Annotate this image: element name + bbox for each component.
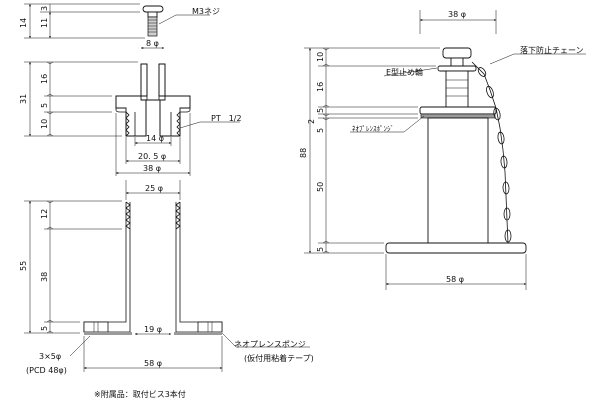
pcd-label: (PCD 48φ) <box>26 366 67 375</box>
chain-label: 落下防止チェーン <box>520 45 584 55</box>
dim-right-base-dia: 58 φ <box>446 275 464 284</box>
body-left-thread <box>125 201 131 230</box>
dim-right-16: 16 <box>316 82 325 92</box>
tape-label: (仮付用粘着テープ) <box>244 353 314 363</box>
dim-right-5a: 5 <box>316 108 325 113</box>
screw-neck <box>147 11 158 18</box>
e-ring-label: E型止め輪 <box>386 67 423 77</box>
dim-right-10: 10 <box>316 52 325 62</box>
upper-fitting-part: 8 φ PT 1/2 14 φ 20. 5 φ 38 φ <box>115 39 242 176</box>
dim-tube-25: 25 φ <box>145 184 163 193</box>
upper-height-dims: 31 16 5 10 <box>19 61 138 137</box>
dim-base-58: 58 φ <box>144 359 162 368</box>
body-right-thread <box>175 201 181 230</box>
dim-screw-part: 11 <box>40 18 49 28</box>
dim-upper-top: 16 <box>40 74 49 84</box>
m3-screw-label: M3ネジ <box>192 7 220 16</box>
m3-leader <box>158 14 177 25</box>
dim-right-5c: 5 <box>316 247 325 252</box>
dim-upper-mid: 5 <box>40 103 49 108</box>
neoprene-sponge-label: ネオプレンスポンジ <box>234 340 306 349</box>
dim-thread-14: 14 φ <box>146 134 164 143</box>
assembly-view: 38 φ 落下防止チェーン E型止め輪 <box>350 10 586 290</box>
screw-head <box>142 5 164 13</box>
screw-height-dims: 14 11 3 <box>19 3 145 39</box>
dim-right-top-dia: 38 φ <box>448 10 466 19</box>
dim-flange-38: 38 φ <box>143 164 161 173</box>
assembly-sponge-top <box>420 113 496 119</box>
dim-right-5b: 5 <box>316 128 325 133</box>
accessory-note: ※附属品：取付ビス3本付 <box>94 389 186 399</box>
dim-body-mid: 38 <box>40 272 49 282</box>
left-thread-zigzag <box>125 111 130 137</box>
right-thread-zigzag <box>176 111 181 137</box>
dim-right-50: 50 <box>316 182 325 192</box>
dim-body-top: 12 <box>40 209 49 219</box>
dim-inner-19: 19 φ <box>144 325 162 334</box>
dim-screw-total: 14 <box>19 18 28 28</box>
dim-upper-total: 31 <box>19 94 28 104</box>
sponge-pad-right <box>197 321 223 333</box>
e-ring <box>437 65 477 72</box>
sponge-pad-left <box>83 321 109 333</box>
assembly-flange <box>419 106 497 115</box>
assembly-body <box>427 117 489 244</box>
m3-screw-part: M3ネジ <box>142 5 220 37</box>
assembly-cap <box>442 47 472 59</box>
dim-right-total: 88 <box>299 148 308 158</box>
assembly-stem <box>445 70 469 108</box>
safety-chain <box>471 61 512 244</box>
sponge-top-label: ﾈｵﾌﾟﾚﾝｽﾎﾟﾝｼﾞ <box>352 125 394 133</box>
dim-cap-dia: 8 φ <box>146 39 159 48</box>
screw-holes-label: 3×5φ <box>39 352 61 361</box>
dim-screw-head: 3 <box>40 6 49 11</box>
right-height-dims: 88 10 16 5 2 5 50 5 <box>299 47 440 254</box>
dim-body-bot: 5 <box>40 326 49 331</box>
dim-body-total: 55 <box>19 261 28 271</box>
screw-thread <box>147 16 158 37</box>
pt-thread-label: PT 1/2 <box>211 114 242 123</box>
lower-body-part: 25 φ 19 φ 58 φ ネオプレンスポンジ (仮付用粘着テープ) 3×5φ… <box>26 180 314 375</box>
assembly-base <box>385 242 527 254</box>
lower-height-dims: 55 12 38 5 <box>19 200 122 334</box>
dim-upper-bot: 10 <box>40 119 49 129</box>
dim-thread-205: 20. 5 φ <box>138 152 166 161</box>
assembly-neck <box>450 57 464 67</box>
dim-right-2: 2 <box>307 119 316 124</box>
